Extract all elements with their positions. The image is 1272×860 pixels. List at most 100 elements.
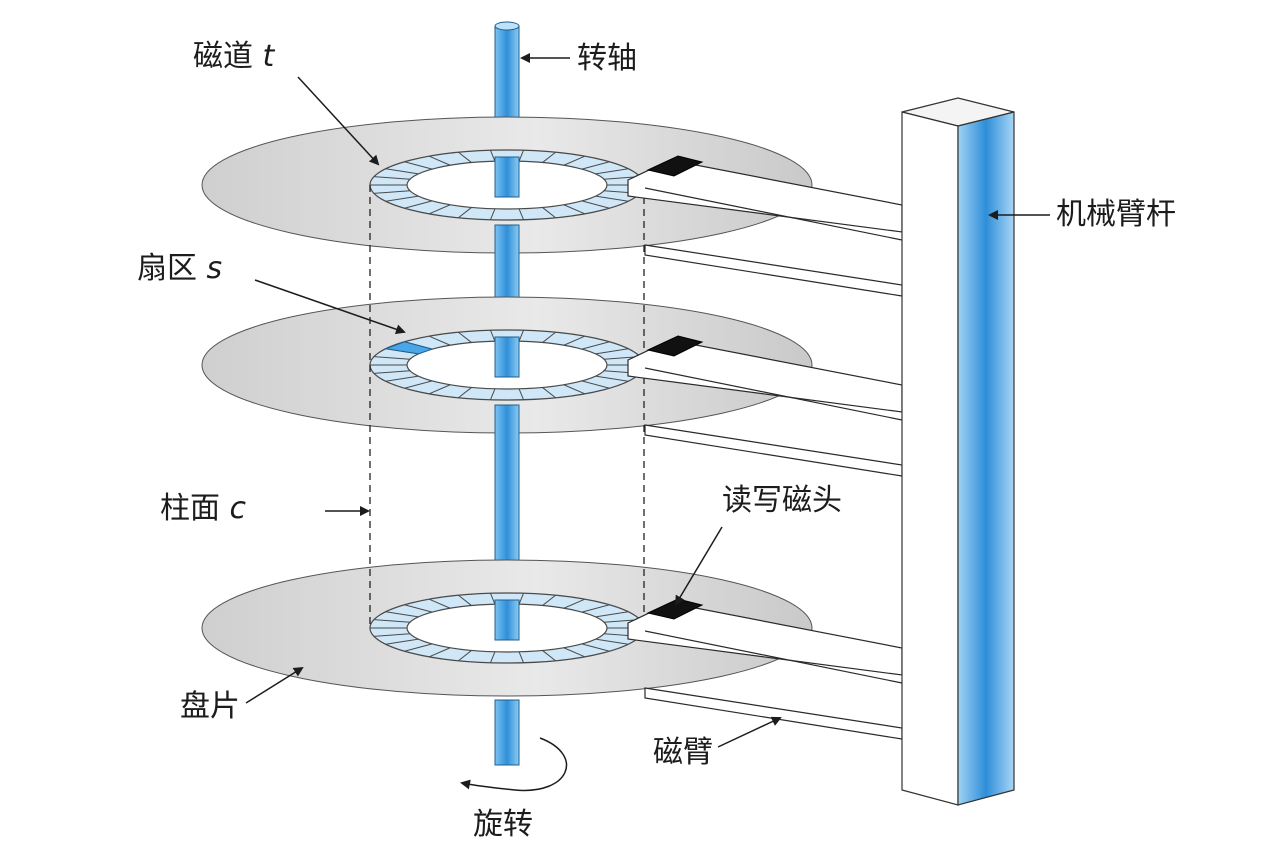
arm-label-text: 磁臂 xyxy=(653,735,713,770)
spindle-cap xyxy=(494,21,520,31)
head-arm-edge-top xyxy=(644,187,903,241)
pillar-side xyxy=(957,111,1015,806)
rotation-label: 旋转 xyxy=(473,810,533,840)
rw-head-middle xyxy=(646,335,704,357)
spindle-through-top xyxy=(494,156,520,198)
sector-divider xyxy=(385,168,419,175)
sector-divider xyxy=(373,176,410,180)
sector-divider xyxy=(490,651,496,663)
sector-divider xyxy=(581,200,610,209)
sector-divider xyxy=(581,380,610,389)
sector-divider xyxy=(428,384,451,395)
sector-divider xyxy=(581,643,610,652)
sector-divider xyxy=(458,650,472,662)
sector-divider xyxy=(581,604,610,613)
sector-divider xyxy=(404,643,433,652)
spindle-bottom xyxy=(494,699,520,766)
sector-divider xyxy=(385,195,419,202)
arm-assembly-label: 机械臂杆 xyxy=(1056,200,1176,230)
rw-head-bottom xyxy=(646,598,704,620)
sector-divider xyxy=(385,375,419,382)
arrow-track xyxy=(297,76,380,166)
sector-divider xyxy=(542,207,556,219)
sector-divider xyxy=(518,150,524,162)
sector-label-text: 扇区 xyxy=(137,251,197,286)
sector-divider xyxy=(490,593,496,605)
lower-arm-top xyxy=(644,244,903,297)
sector-label: 扇区 s xyxy=(137,254,222,284)
sector-divider xyxy=(518,388,524,400)
cylinder-label: 柱面 c xyxy=(160,494,246,524)
sector-divider xyxy=(595,375,629,382)
track-label-var: t xyxy=(262,39,275,74)
sector-divider xyxy=(404,200,433,209)
sector-divider xyxy=(542,331,556,343)
sector-divider xyxy=(518,651,524,663)
spindle-label-text: 转轴 xyxy=(577,41,637,76)
sector-divider xyxy=(404,604,433,613)
sector-divider xyxy=(385,638,419,645)
rw-head-top xyxy=(646,155,704,177)
cylinder-label-var: c xyxy=(229,491,247,526)
spindle-through-bottom xyxy=(494,599,520,641)
sector-divider xyxy=(373,190,410,194)
sector-divider xyxy=(404,161,433,170)
arrow-rw-head xyxy=(674,526,723,606)
rw-head-label-text: 读写磁头 xyxy=(722,483,842,518)
arm-assembly-label-text: 机械臂杆 xyxy=(1056,197,1176,232)
sector-divider xyxy=(563,598,586,609)
sector-divider xyxy=(458,151,472,163)
sector-divider xyxy=(490,388,496,400)
arm-label: 磁臂 xyxy=(653,738,713,768)
sector-divider xyxy=(563,647,586,658)
arrow-sector xyxy=(254,279,406,335)
sector-divider xyxy=(581,161,610,170)
lower-arm-bottom xyxy=(644,687,903,740)
sector-divider xyxy=(373,619,410,623)
sector-divider xyxy=(518,330,524,342)
track-label: 磁道 t xyxy=(193,42,274,72)
pillar-front xyxy=(901,111,959,806)
cylinder-label-text: 柱面 xyxy=(160,491,220,526)
sector-divider xyxy=(542,151,556,163)
head-arm-edge-bottom xyxy=(644,630,903,684)
sector-divider xyxy=(385,611,419,618)
sector-divider xyxy=(458,594,472,606)
sector-divider xyxy=(428,647,451,658)
sector-divider xyxy=(581,341,610,350)
rw-head-label: 读写磁头 xyxy=(722,486,842,516)
sector-divider xyxy=(518,208,524,220)
sector-divider xyxy=(542,594,556,606)
sector-highlight xyxy=(383,341,434,355)
sector-divider xyxy=(373,370,410,374)
platter-label-text: 盘片 xyxy=(180,689,240,724)
sector-divider xyxy=(490,330,496,342)
track-label-text: 磁道 xyxy=(193,39,253,74)
arrow-platter xyxy=(245,666,304,704)
rotation-label-text: 旋转 xyxy=(473,807,533,842)
arrow-arm xyxy=(717,716,782,748)
sector-divider xyxy=(595,611,629,618)
sector-divider xyxy=(490,150,496,162)
spindle-label: 转轴 xyxy=(577,44,637,74)
sector-divider xyxy=(373,633,410,637)
sector-divider xyxy=(542,387,556,399)
head-arm-edge-middle xyxy=(644,367,903,421)
platter-label: 盘片 xyxy=(180,692,240,722)
sector-divider xyxy=(542,650,556,662)
sector-divider xyxy=(595,195,629,202)
spindle-through-middle xyxy=(494,336,520,378)
sector-divider xyxy=(595,348,629,355)
sector-divider xyxy=(518,593,524,605)
sector-divider xyxy=(595,638,629,645)
sector-divider xyxy=(563,335,586,346)
sector-divider xyxy=(458,331,472,343)
rotation-arrow xyxy=(460,737,568,792)
sector-divider xyxy=(563,384,586,395)
sector-divider xyxy=(428,204,451,215)
sector-divider xyxy=(373,356,410,360)
sector-divider xyxy=(428,335,451,346)
sector-label-var: s xyxy=(206,251,223,286)
sector-divider xyxy=(490,208,496,220)
